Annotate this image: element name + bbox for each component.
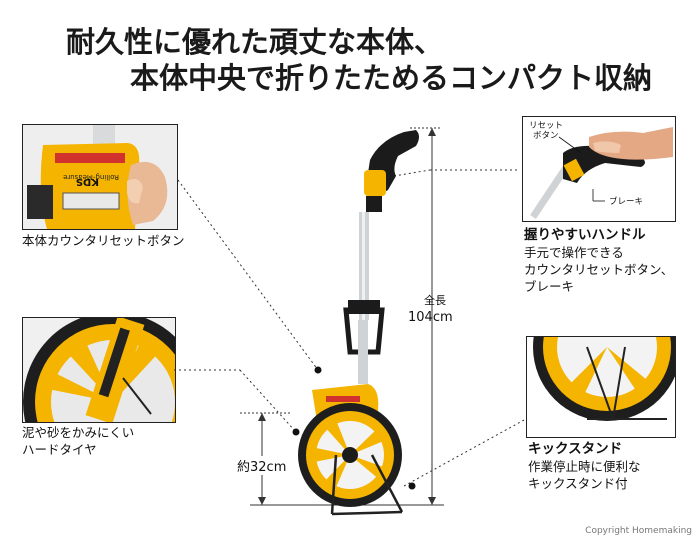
- counter-reset-photo: Rolling-Measure KDS: [22, 124, 178, 230]
- device-brand-text: KDS: [76, 176, 99, 187]
- kickstand-illustration: [527, 337, 675, 437]
- handle-photo: リセット ボタン ブレーキ: [522, 116, 676, 222]
- kickstand-caption-title: キックスタンド: [528, 441, 623, 457]
- brake-label: ブレーキ: [609, 197, 644, 207]
- tire-caption-line-1: 泥や砂をかみにくい: [22, 425, 135, 440]
- total-length-label: 全長: [424, 294, 446, 307]
- dimension-arrows: [258, 128, 436, 505]
- leader-dots: [292, 366, 416, 490]
- tire-photo: [22, 317, 176, 423]
- counter-reset-caption: 本体カウンタリセットボタン: [22, 233, 185, 248]
- wheel-diameter-value: 約32cm: [236, 456, 288, 475]
- kickstand-caption-line-1: 作業停止時に便利な: [528, 459, 641, 474]
- reset-button-label-2: ボタン: [533, 131, 559, 141]
- leader-lines: [174, 169, 525, 487]
- counter-reset-illustration: Rolling-Measure KDS: [23, 125, 177, 229]
- kickstand-photo: [526, 336, 676, 438]
- device-model-text: Rolling-Measure: [63, 173, 119, 181]
- handle-caption-title: 握りやすいハンドル: [524, 227, 646, 243]
- kickstand-caption-block: キックスタンド 作業停止時に便利な キックスタンド付: [528, 440, 641, 492]
- copyright-text: Copyright Homemaking: [585, 526, 692, 536]
- reset-button-label-1: リセット: [529, 121, 564, 131]
- handle-caption-line-3: ブレーキ: [524, 279, 575, 294]
- kickstand-caption-line-2: キックスタンド付: [528, 476, 628, 491]
- handle-caption-block: 握りやすいハンドル 手元で操作できる カウンタリセットボタン、 ブレーキ: [524, 226, 673, 295]
- headline-line-2: 本体中央で折りたためるコンパクト収納: [130, 61, 653, 95]
- tire-caption-line-2: ハードタイヤ: [22, 442, 97, 457]
- handle-caption-line-1: 手元で操作できる: [524, 245, 624, 260]
- measuring-wheel: [298, 130, 419, 516]
- handle-illustration: [523, 117, 675, 221]
- handle-caption-line-2: カウンタリセットボタン、: [524, 262, 674, 277]
- total-length-value: 104cm: [408, 310, 453, 325]
- tire-illustration: [23, 318, 175, 422]
- headline-line-1: 耐久性に優れた頑丈な本体、: [66, 25, 444, 59]
